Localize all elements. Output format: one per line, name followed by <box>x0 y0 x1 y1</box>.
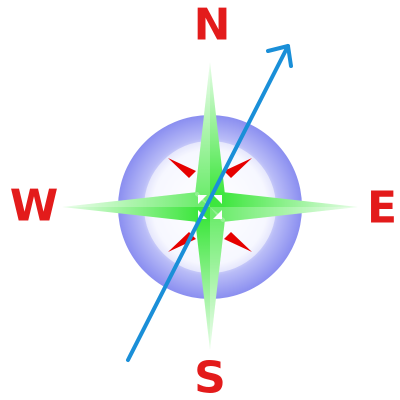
south-label: S <box>194 353 226 400</box>
north-star-point <box>195 62 225 195</box>
northwest-point <box>168 158 196 178</box>
west-label: W <box>10 181 59 232</box>
east-star-point <box>222 192 358 222</box>
arrow-icon <box>126 44 293 362</box>
southeast-point <box>224 232 252 252</box>
cardinal-star <box>62 62 358 350</box>
east-label: E <box>367 183 397 234</box>
west-star-point <box>62 192 198 222</box>
north-label: N <box>194 0 231 51</box>
south-star-point <box>195 219 225 350</box>
northeast-point <box>224 158 252 178</box>
